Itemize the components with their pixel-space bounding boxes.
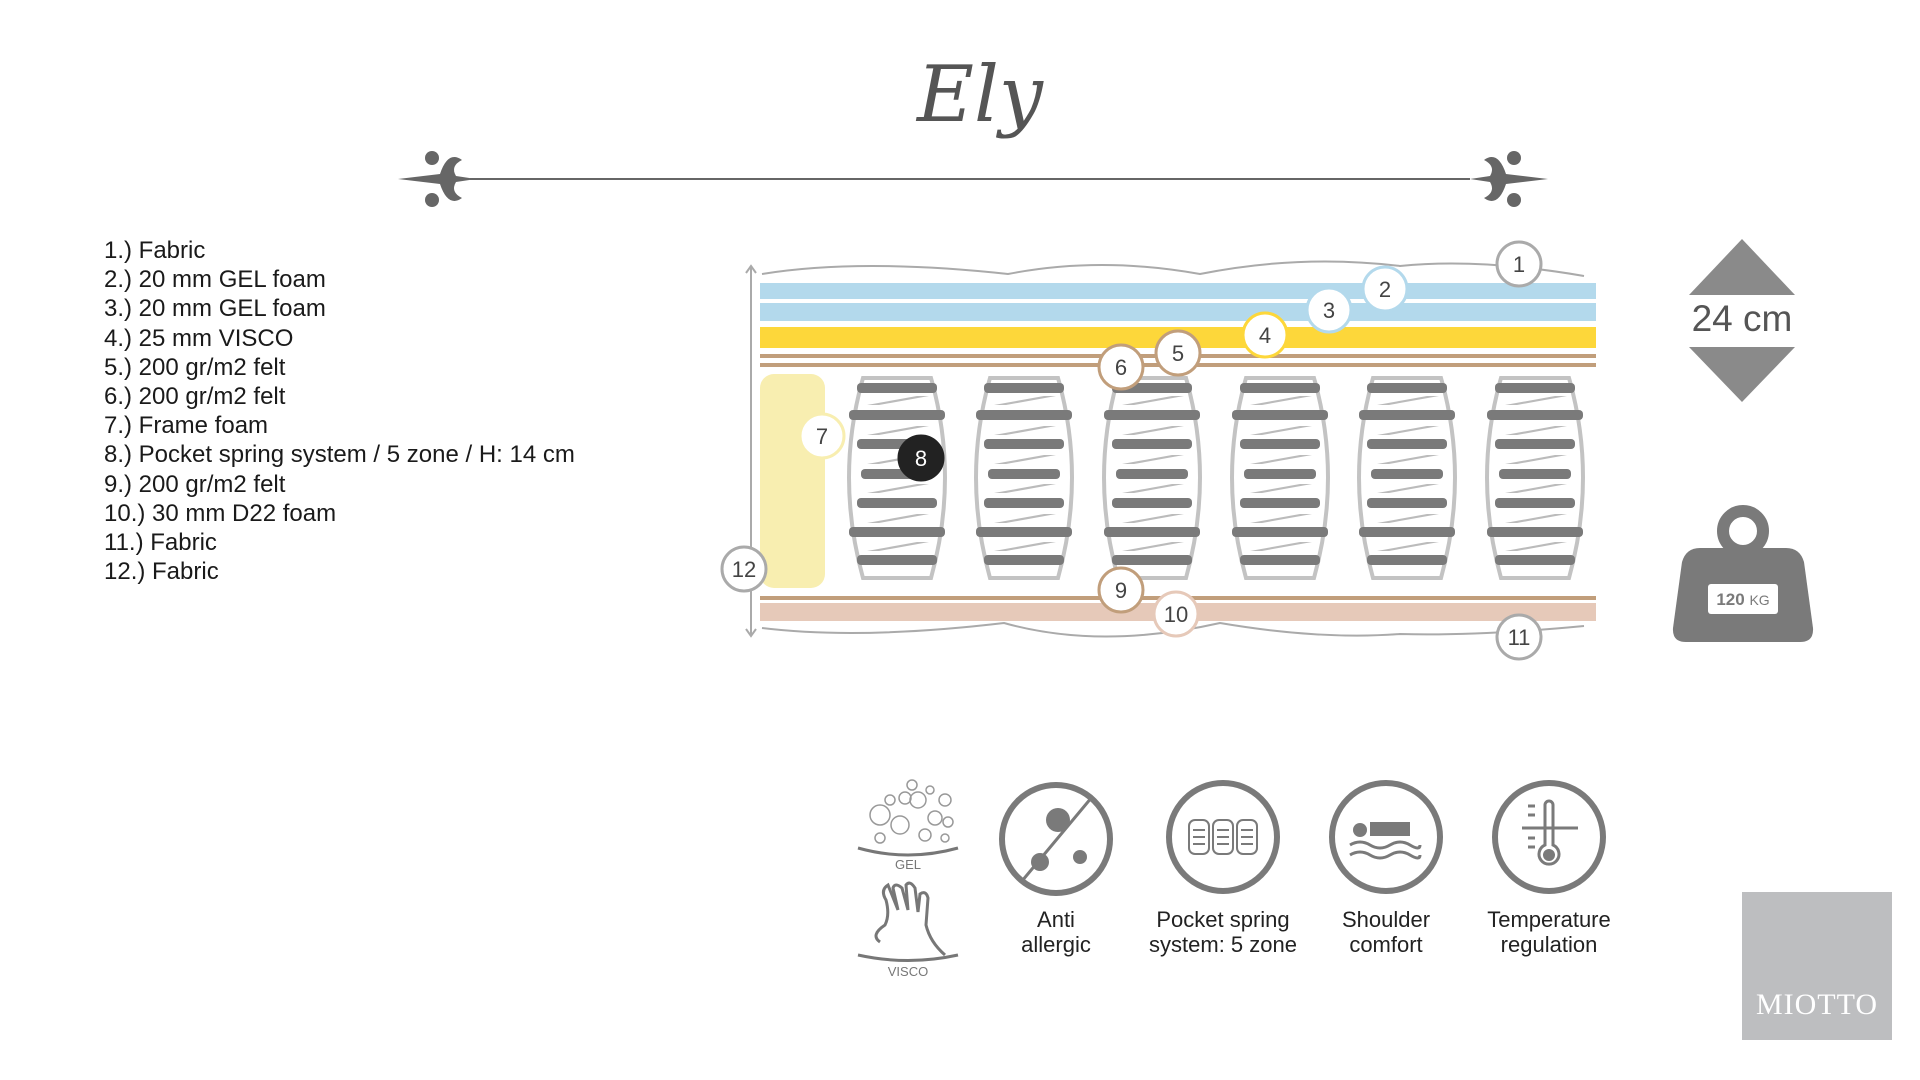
marker-number: 12 [732, 557, 756, 582]
layer-item: 1.) Fabric [104, 237, 206, 264]
layer-item: 10.) 30 mm D22 foam [104, 499, 337, 527]
layer-marker-4: 4 [1241, 311, 1289, 359]
shoulder-comfort-icon [1329, 780, 1443, 894]
marker-number: 4 [1259, 323, 1271, 348]
layer-item: 4.) 25 mm VISCO [104, 324, 294, 352]
layer-marker-12: 12 [720, 545, 768, 593]
marker-number: 11 [1508, 625, 1531, 650]
marker-number: 6 [1115, 355, 1127, 380]
feature-line-2: regulation [1500, 932, 1598, 957]
feature-line-1: Shoulder [1341, 907, 1431, 932]
visco-hand-icon [857, 881, 959, 962]
height-label: 24 cm [1691, 298, 1793, 339]
marker-number: 10 [1164, 602, 1188, 627]
layer-item: 11.) Fabric [104, 529, 217, 557]
anti-allergic-icon [999, 782, 1113, 896]
brand-logo: MIOTTO [1742, 892, 1892, 1040]
pocket-spring [1485, 376, 1585, 580]
layer-marker-9: 9 [1097, 566, 1145, 614]
layer-item: 5.) 200 gr/m2 felt [104, 353, 286, 381]
feature-line-2: comfort [1349, 932, 1423, 957]
feature-line-1: Temperature [1487, 907, 1611, 932]
frame-foam [760, 374, 825, 588]
layer-item: 9.) 200 gr/m2 felt [104, 470, 286, 498]
pocket-spring [1230, 376, 1330, 580]
layer-item: 2.) 20 mm GEL foam [104, 266, 326, 294]
layer-marker-5: 5 [1154, 329, 1202, 377]
marker-number: 2 [1379, 277, 1391, 302]
layer-item: 7.) Frame foam [104, 412, 269, 440]
marker-number: 8 [915, 446, 927, 471]
pocket-spring [1102, 376, 1202, 580]
weight-unit: KG [1749, 592, 1770, 608]
brand-name: MIOTTO [1755, 988, 1879, 1021]
gel-layer-2 [760, 303, 1596, 321]
feature-line-2: allergic [1021, 932, 1091, 957]
bottom-fabric [761, 621, 1585, 638]
layer-marker-2: 2 [1361, 265, 1409, 313]
marker-number: 9 [1115, 578, 1127, 603]
top-fabric [761, 260, 1585, 277]
layer-item: 3.) 20 mm GEL foam [104, 295, 326, 323]
height-up-arrow-icon [1689, 239, 1795, 295]
feature-line-1: Anti [1037, 907, 1075, 932]
pocket-spring [974, 376, 1074, 580]
layer-marker-1: 1 [1495, 240, 1543, 288]
weight-value: 120 [1716, 590, 1745, 609]
layer-marker-8: 8 [897, 434, 945, 482]
marker-number: 1 [1513, 252, 1525, 277]
fleur-left-icon [398, 151, 476, 207]
layer-item: 6.) 200 gr/m2 felt [104, 383, 286, 411]
layer-marker-11: 11 [1495, 613, 1543, 661]
weight-icon [1672, 505, 1814, 642]
layer-marker-3: 3 [1305, 286, 1353, 334]
layer-item: 8.) Pocket spring system / 5 zone / H: 1… [104, 441, 575, 469]
gel-icon [857, 779, 959, 857]
pocket-spring [1357, 376, 1457, 580]
visco-label: VISCO [887, 964, 929, 979]
gel-layer-1 [760, 283, 1596, 299]
weight-label: 120 KG [1708, 590, 1778, 610]
feature-line-2: system: 5 zone [1149, 932, 1297, 957]
pocket-spring-icon [1166, 780, 1280, 894]
gel-label: GEL [894, 857, 921, 872]
marker-number: 7 [816, 424, 828, 449]
product-title: Ely [917, 50, 1043, 140]
marker-number: 3 [1323, 298, 1335, 323]
layer-marker-7: 7 [798, 412, 846, 460]
height-down-arrow-icon [1689, 347, 1795, 402]
marker-number: 5 [1172, 341, 1184, 366]
layer-item: 12.) Fabric [104, 558, 219, 586]
temperature-regulation-icon [1492, 780, 1606, 894]
feature-line-1: Pocket spring [1156, 907, 1290, 932]
layer-marker-6: 6 [1097, 343, 1145, 391]
fleur-right-icon [1470, 151, 1548, 207]
layer-marker-10: 10 [1152, 590, 1200, 638]
